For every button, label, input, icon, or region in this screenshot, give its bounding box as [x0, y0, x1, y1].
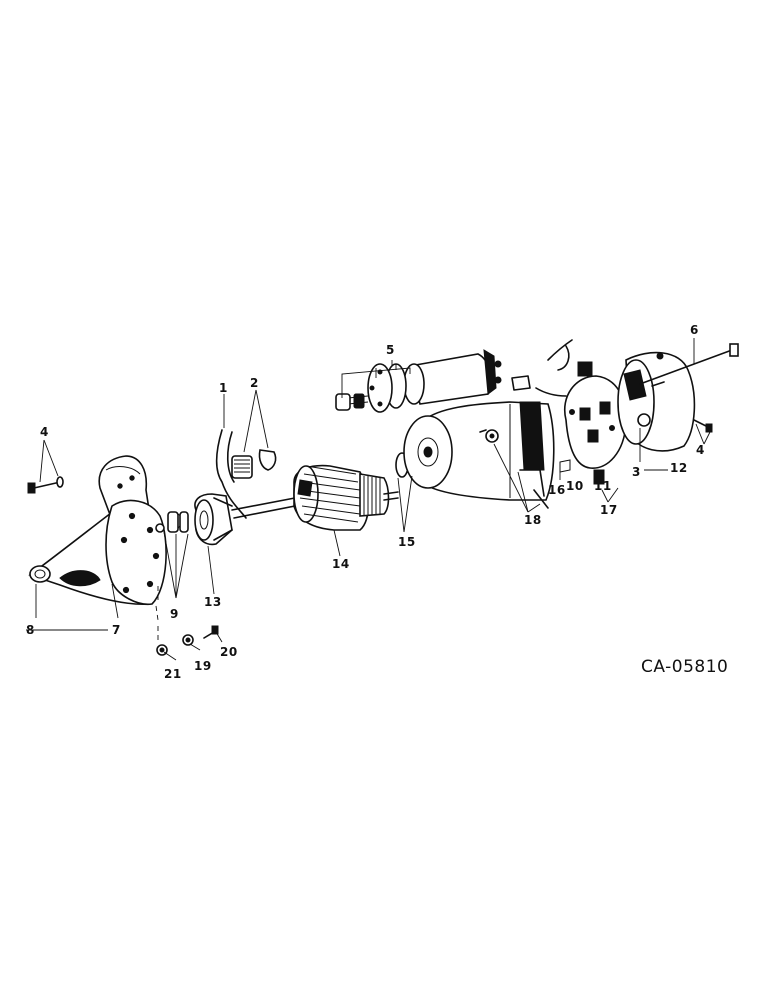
solenoid [335, 349, 502, 413]
bolt-left [27, 476, 64, 494]
callout-20: 20 [220, 645, 238, 659]
shift-lever [215, 429, 277, 519]
callout-19: 19 [194, 659, 212, 673]
armature-shaft [231, 496, 301, 519]
through-bolt [639, 343, 739, 385]
callout-12: 12 [670, 461, 688, 475]
drive-housing [28, 455, 167, 606]
callout-18: 18 [524, 513, 542, 527]
callout-4-right: 4 [696, 443, 705, 457]
bolt-right [693, 419, 713, 433]
callout-10: 10 [566, 479, 584, 493]
drawing-code: CA-05810 [641, 657, 729, 677]
callout-11: 11 [594, 479, 612, 493]
commutator-end-cap [617, 351, 696, 452]
callout-7: 7 [112, 623, 121, 637]
terminal-straps [511, 339, 573, 397]
callout-13: 13 [204, 595, 222, 609]
callout-3: 3 [632, 465, 641, 479]
callout-15: 15 [398, 535, 416, 549]
field-frame [403, 401, 555, 509]
callout-8: 8 [26, 623, 35, 637]
callout-5: 5 [386, 343, 395, 357]
brush-holder [559, 361, 627, 485]
callout-4-left: 4 [40, 425, 49, 439]
callout-6: 6 [690, 323, 699, 337]
armature [293, 464, 399, 531]
callout-14: 14 [332, 557, 350, 571]
callout-16: 16 [548, 483, 566, 497]
callout-21: 21 [164, 667, 182, 681]
drive-clutch [155, 493, 233, 546]
leader-lines [26, 338, 711, 661]
callout-2: 2 [250, 376, 259, 390]
mounting-hardware [156, 625, 219, 656]
callout-9: 9 [170, 607, 179, 621]
callout-17: 17 [600, 503, 618, 517]
callout-1: 1 [219, 381, 228, 395]
